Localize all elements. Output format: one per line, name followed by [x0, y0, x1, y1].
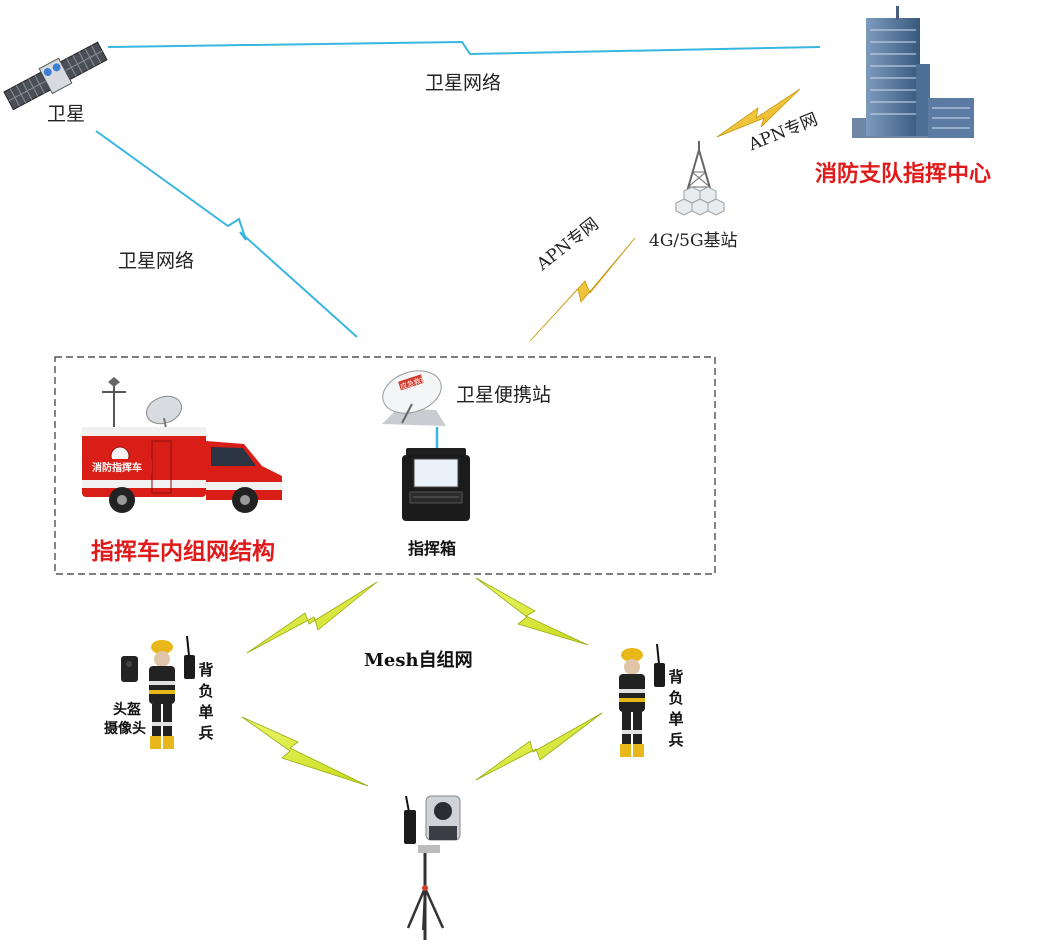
firefighter-icon — [619, 648, 645, 757]
satellite-label: 卫星 — [47, 103, 86, 125]
helmet-camera-label-line2: 摄像头 — [104, 721, 146, 737]
satellite-link-left — [95, 130, 358, 338]
vehicle-network-boundary — [54, 356, 716, 575]
mesh-link-top-left — [246, 581, 378, 654]
cell-tower-icon — [675, 141, 725, 216]
helmet-camera-icon — [121, 656, 138, 682]
radio-icon — [184, 635, 195, 679]
mesh-link-top-right — [475, 577, 589, 646]
vehicle-network-label: 指挥车内组网结构 — [91, 538, 275, 565]
apn-link-lower — [529, 237, 636, 342]
base-station-label: 4G/5G基站 — [649, 231, 738, 251]
satellite-network-label-top: 卫星网络 — [425, 72, 502, 94]
portable-station-label: 卫星便携站 — [456, 384, 552, 406]
satellite-link-top — [107, 40, 821, 56]
vehicle-body-text: 消防指挥车 — [92, 463, 142, 474]
command-box-label: 指挥箱 — [408, 539, 457, 558]
building-icon — [852, 6, 974, 138]
radio-icon — [654, 643, 665, 687]
firefighter-icon — [149, 640, 175, 749]
satellite-icon — [3, 41, 108, 111]
command-box-icon — [402, 448, 470, 521]
backpack-soldier-label-right: 背负单兵 — [668, 668, 684, 749]
mesh-link-bottom-right — [475, 712, 603, 781]
mesh-link-bottom-left — [241, 716, 369, 787]
tripod-icon — [406, 853, 445, 940]
helmet-camera-label-line1: 头盔 — [113, 702, 141, 718]
satellite-network-label-left: 卫星网络 — [118, 250, 195, 272]
mesh-network-label: Mesh自组网 — [364, 650, 473, 671]
backpack-soldier-label-left: 背负单兵 — [198, 661, 214, 742]
command-center-label: 消防支队指挥中心 — [815, 161, 992, 187]
ptz-camera-icon — [418, 795, 461, 853]
radio-icon — [404, 795, 416, 844]
satellite-dish-icon — [382, 370, 446, 426]
command-vehicle-icon — [82, 377, 282, 513]
apn-link-upper — [716, 88, 801, 138]
